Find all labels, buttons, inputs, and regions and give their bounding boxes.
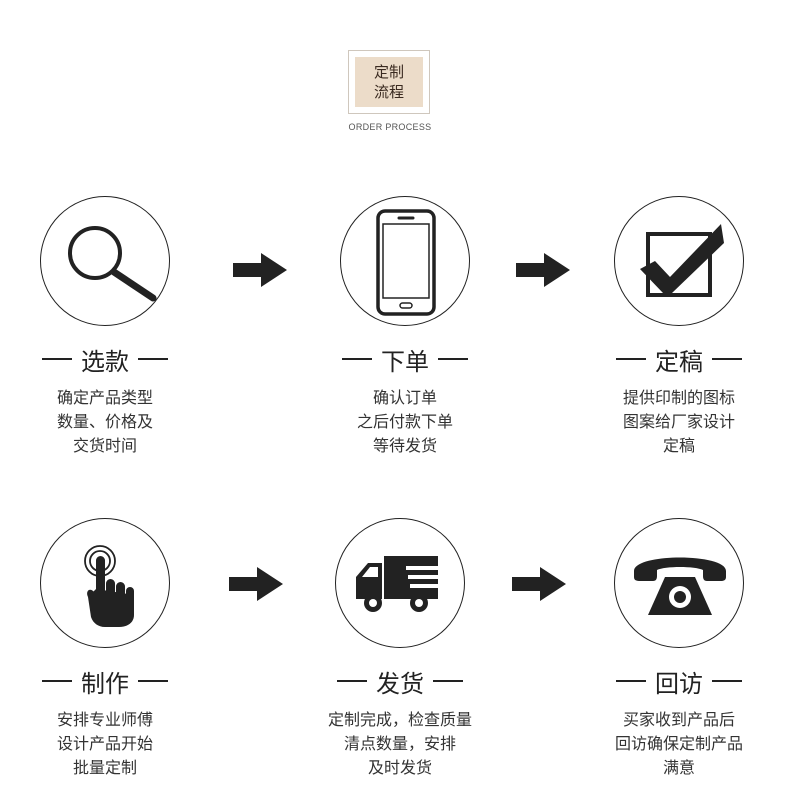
divider [438,358,468,360]
divider [616,680,646,682]
header-badge: 定制 流程 [348,50,430,114]
step-title: 定稿 [655,347,703,376]
divider [337,680,367,682]
step-title-row: 下单 [310,344,500,376]
header-subtitle: ORDER PROCESS [348,122,432,132]
step-description: 买家收到产品后 回访确保定制产品 满意 [584,708,774,780]
step-icon-circle [40,196,170,326]
description-line: 及时发货 [367,758,432,777]
step-title: 下单 [381,347,429,376]
smartphone-icon [376,209,436,316]
divider [138,680,168,682]
description-line: 买家收到产品后 [622,710,735,729]
step-description: 提供印制的图标 图案给厂家设计 定稿 [584,386,774,458]
telephone-icon [634,557,726,615]
description-line: 确认订单 [372,388,437,407]
arrow-right-icon [516,253,570,287]
step-icon-circle [340,196,470,326]
divider [42,680,72,682]
description-line: 回访确保定制产品 [614,734,743,753]
divider [712,680,742,682]
step-description: 安排专业师傅 设计产品开始 批量定制 [10,708,200,780]
header-title-line1: 定制 [373,63,404,81]
step-icon-circle [614,518,744,648]
step-title: 选款 [81,347,129,376]
divider [433,680,463,682]
description-line: 提供印制的图标 [622,388,735,407]
magnifier-icon [68,226,157,302]
step-title-row: 选款 [10,344,200,376]
step-title-row: 回访 [584,666,774,698]
description-line: 定稿 [662,436,695,455]
divider [138,358,168,360]
step-title: 制作 [81,669,129,698]
step-description: 确认订单 之后付款下单 等待发货 [310,386,500,458]
step-title: 回访 [655,669,703,698]
divider [616,358,646,360]
arrow-right-icon [512,567,566,601]
description-line: 交货时间 [72,436,137,455]
step-title: 发货 [376,669,424,698]
checkmark-icon [640,224,724,297]
arrow-right-icon [229,567,283,601]
description-line: 数量、价格及 [56,412,153,431]
step-title-row: 定稿 [584,344,774,376]
step-icon-circle [40,518,170,648]
description-line: 满意 [662,758,695,777]
touch-hand-icon [84,545,134,627]
description-line: 安排专业师傅 [56,710,153,729]
arrow-right-icon [233,253,287,287]
step-description: 确定产品类型 数量、价格及 交货时间 [10,386,200,458]
delivery-truck-icon [356,556,446,612]
description-line: 确定产品类型 [56,388,153,407]
divider [342,358,372,360]
header-title-block: 定制 流程 [355,57,423,107]
description-line: 定制完成，检查质量 [327,710,472,729]
header-title-line2: 流程 [373,83,404,101]
description-line: 图案给厂家设计 [622,412,735,431]
divider [42,358,72,360]
step-icon-circle [335,518,465,648]
description-line: 清点数量，安排 [343,734,456,753]
step-icon-circle [614,196,744,326]
step-title-row: 发货 [305,666,495,698]
divider [712,358,742,360]
description-line: 等待发货 [372,436,437,455]
description-line: 设计产品开始 [56,734,153,753]
description-line: 之后付款下单 [356,412,453,431]
step-title-row: 制作 [10,666,200,698]
step-description: 定制完成，检查质量 清点数量，安排 及时发货 [305,708,495,780]
description-line: 批量定制 [72,758,137,777]
